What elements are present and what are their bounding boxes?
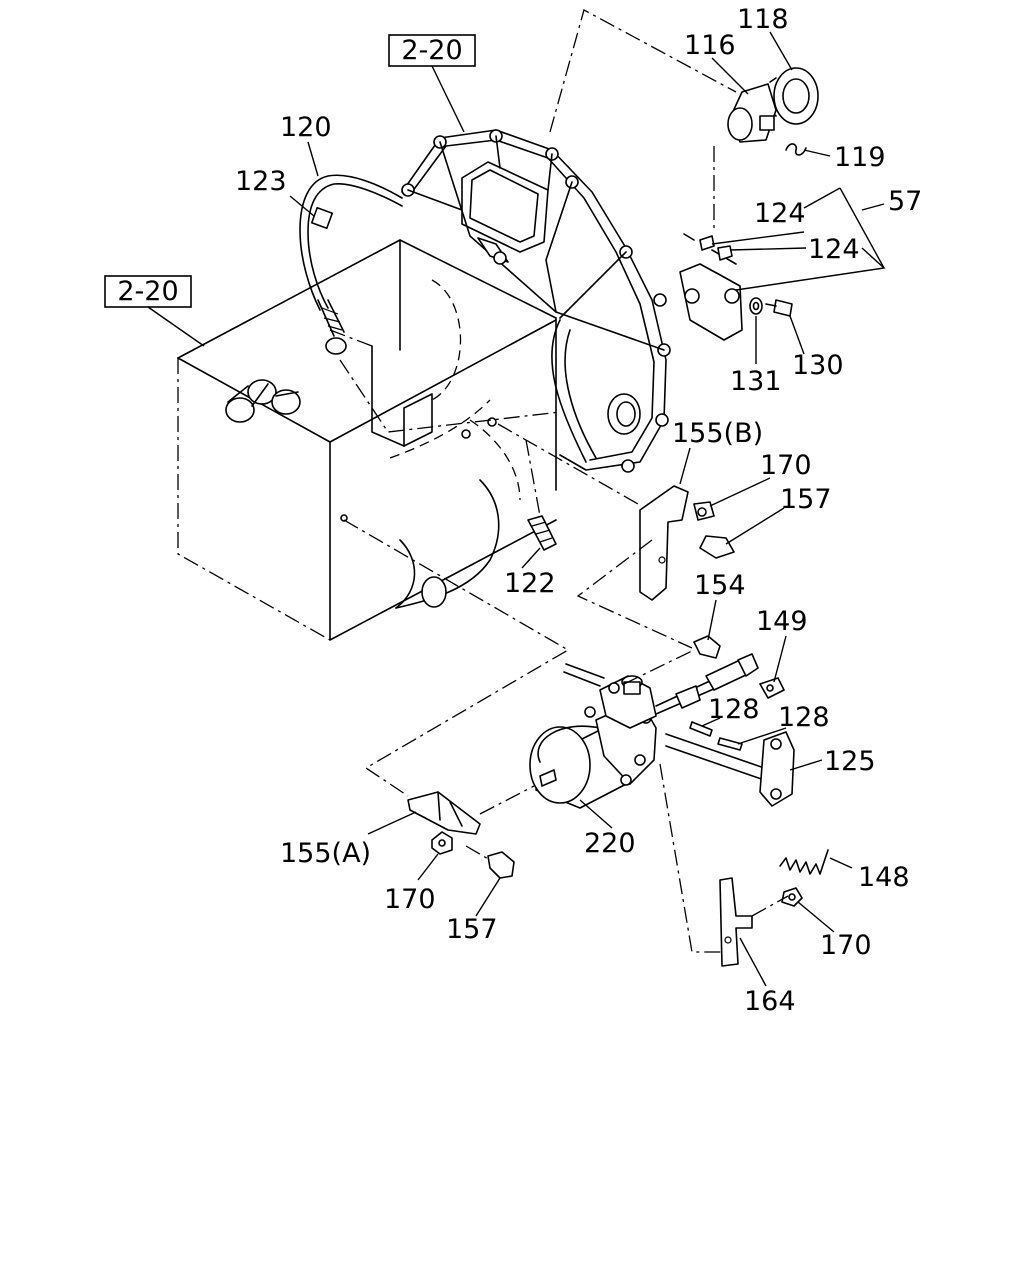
callout-122: 122 — [504, 568, 556, 599]
callout-123: 123 — [235, 166, 287, 197]
callout-118: 118 — [737, 4, 789, 35]
callout-124-a: 124 — [754, 198, 806, 229]
callout-155a: 155(A) — [280, 838, 371, 869]
callout-131: 131 — [730, 366, 782, 397]
callout-170-a: 170 — [760, 450, 812, 481]
callout-125: 125 — [824, 746, 876, 777]
reference-label: 2-20 — [401, 35, 462, 66]
callout-155b: 155(B) — [672, 418, 763, 449]
assembly-lines — [339, 9, 789, 953]
transmission-case — [177, 239, 557, 641]
callout-157-a: 157 — [780, 484, 832, 515]
callout-labels: 118 116 119 120 123 124 124 57 131 130 1… — [235, 4, 922, 1017]
release-bearing-group — [679, 67, 819, 341]
clutch-hose — [299, 174, 403, 355]
spring-bracket-group — [719, 849, 829, 967]
callout-170-b: 170 — [384, 884, 436, 915]
callout-128-b: 128 — [778, 702, 830, 733]
callout-220: 220 — [584, 828, 636, 859]
clutch-booster — [529, 653, 759, 809]
callout-170-c: 170 — [820, 930, 872, 961]
reference-box-top[interactable]: 2-20 — [388, 34, 476, 67]
callout-148: 148 — [858, 862, 910, 893]
callout-128-a: 128 — [708, 694, 760, 725]
reference-label: 2-20 — [117, 276, 178, 307]
fitting-122 — [527, 515, 557, 551]
bracket-155a — [407, 791, 515, 879]
clutch-housing — [401, 129, 671, 473]
reference-box-left[interactable]: 2-20 — [104, 275, 192, 308]
leader-lines — [289, 31, 886, 987]
callout-130: 130 — [792, 350, 844, 381]
linkage-parts — [665, 635, 795, 807]
callout-164: 164 — [744, 986, 796, 1017]
callout-154: 154 — [694, 570, 746, 601]
callout-149: 149 — [756, 606, 808, 637]
bracket-155b — [639, 485, 735, 601]
callout-116: 116 — [684, 30, 736, 61]
callout-157-b: 157 — [446, 914, 498, 945]
callout-124-b: 124 — [808, 234, 860, 265]
callout-120: 120 — [280, 112, 332, 143]
callout-119: 119 — [834, 142, 886, 173]
callout-57: 57 — [888, 186, 922, 217]
